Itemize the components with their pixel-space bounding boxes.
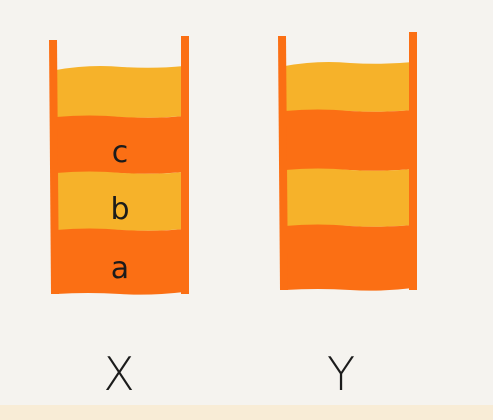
stack-y-right-wall [409,32,417,290]
stack-x-layer-1 [56,66,184,118]
stack-x-left-wall [49,40,59,294]
stack-y-layer-3 [285,168,413,227]
stack-x-layer-3 [56,171,184,231]
stack-x-layer-2 [56,115,184,174]
stack-x: c b a X [49,36,189,401]
stack-y-label: Y [327,347,355,401]
stack-y-left-wall [278,36,288,290]
stack-y-layer-4 [285,224,413,291]
stack-x-layer-3-label: b [110,192,129,227]
stack-x-right-wall [181,36,189,294]
stack-y: Y [278,32,417,401]
stack-x-label: X [103,347,135,401]
stack-x-layer-4 [56,228,184,295]
stack-y-layer-1 [285,62,413,112]
bottom-strip [0,405,493,420]
stack-y-layer-2 [285,109,413,171]
stack-x-layer-2-label: c [112,135,129,170]
stack-x-layer-4-label: a [111,251,129,286]
